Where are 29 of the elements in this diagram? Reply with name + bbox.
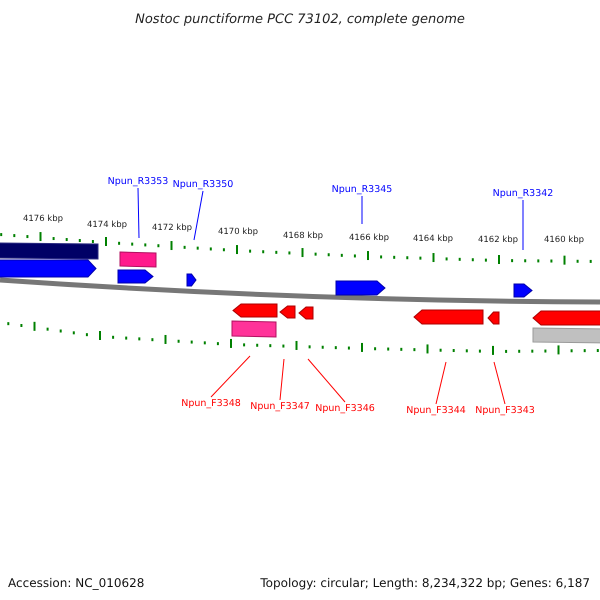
gene-label: Npun_R3353	[108, 175, 168, 188]
gene-label: Npun_R3342	[492, 187, 554, 200]
leader-line	[308, 358, 346, 402]
leader-line	[280, 358, 284, 400]
scale-label: 4168 kbp	[282, 231, 324, 241]
leader-line	[436, 362, 446, 404]
footer-text: Topology: circular; Length: 8,234,322 bp; Genes: 6,187	[260, 575, 590, 592]
scale-label: 4176 kbp	[22, 214, 64, 224]
title: Nostoc punctiforme PCC 73102, complete genome	[134, 11, 466, 29]
gene-label: Npun_F3344	[406, 404, 466, 417]
gene-label: Npun_F3348	[181, 397, 241, 410]
scale-label: 4172 kbp	[152, 223, 192, 233]
scale-label: 4164 kbp	[412, 234, 454, 244]
leader-line	[522, 200, 524, 250]
footer-text: Accession: NC_010628	[8, 575, 144, 592]
leader-line	[194, 190, 204, 240]
scale-label: 4162 kbp	[478, 235, 518, 245]
scale-label: 4170 kbp	[218, 227, 258, 237]
gene-label: Npun_F3347	[250, 400, 310, 413]
scale-label: 4166 kbp	[348, 233, 390, 243]
scale-label: 4174 kbp	[86, 220, 128, 230]
leader-line	[494, 362, 506, 404]
gene-label: Npun_F3346	[315, 402, 375, 415]
scale-label: 4160 kbp	[544, 235, 584, 245]
gene-label: Npun_F3343	[475, 404, 535, 417]
gene-label: Npun_R3350	[172, 178, 234, 191]
leader-line	[138, 188, 140, 238]
gene-label: Npun_R3345	[332, 183, 392, 196]
leader-line	[210, 356, 250, 398]
